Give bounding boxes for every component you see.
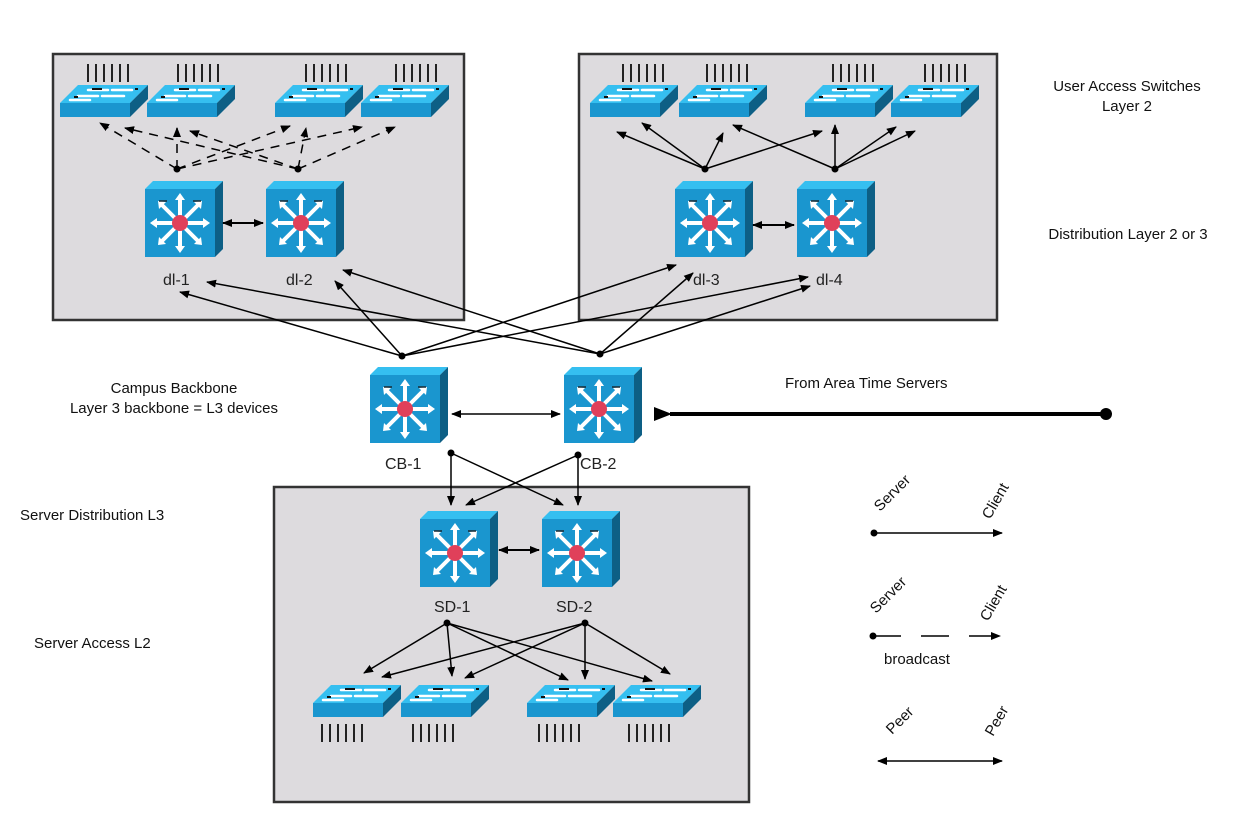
router-dl-2[interactable] — [264, 179, 346, 259]
legend-left-label: Server — [867, 574, 910, 617]
legend: Server Client Server Client broadcast Pe… — [867, 472, 1013, 765]
router-dl-4[interactable] — [795, 179, 877, 259]
device-label-dl-3: dl-3 — [693, 272, 720, 289]
layer-label-user-access: User Access Switches Layer 2 — [1012, 77, 1242, 117]
router-dl-1[interactable] — [143, 179, 225, 259]
layer-label-server-distribution: Server Distribution L3 — [20, 507, 165, 524]
layer-label-line: Layer 2 — [1101, 98, 1153, 115]
layer-label-campus-backbone: Campus Backbone Layer 3 backbone = L3 de… — [14, 379, 334, 419]
device-label-dl-2: dl-2 — [286, 272, 313, 289]
layer-label-line: Campus Backbone — [110, 380, 238, 397]
legend-right-label: Client — [977, 582, 1011, 624]
legend-server-client: Server Client — [870, 472, 1013, 537]
legend-peer: Peer Peer — [877, 703, 1013, 765]
layer-label-server-access: Server Access L2 — [34, 635, 151, 652]
router-cb-2[interactable] — [562, 365, 644, 445]
server-distribution-to-access-links — [363, 619, 671, 683]
router-sd-1[interactable] — [418, 509, 500, 589]
router-sd-2[interactable] — [540, 509, 622, 589]
legend-right-label: Peer — [982, 703, 1013, 739]
block-2-client-links — [616, 122, 916, 173]
legend-broadcast-caption: broadcast — [884, 651, 951, 668]
time-server-label: From Area Time Servers — [785, 375, 948, 392]
device-label-dl-1: dl-1 — [163, 272, 190, 289]
router-dl-3[interactable] — [673, 179, 755, 259]
backbone-to-distribution-links — [179, 264, 811, 360]
backbone-to-server-distribution-links — [447, 449, 582, 506]
distribution-peer-links — [222, 219, 795, 229]
block-1-broadcast-links — [99, 122, 396, 173]
legend-left-label: Peer — [883, 703, 917, 737]
device-label-sd-2: SD-2 — [556, 599, 593, 616]
legend-broadcast: Server Client broadcast — [867, 574, 1011, 668]
layer-label-line: User Access Switches — [1053, 78, 1201, 95]
server-block-box — [272, 485, 751, 804]
device-label-dl-4: dl-4 — [816, 272, 843, 289]
layer-label-distribution: Distribution Layer 2 or 3 — [1048, 226, 1208, 243]
legend-left-label: Server — [871, 472, 914, 515]
layer-label-line: Layer 3 backbone = L3 devices — [69, 400, 279, 417]
device-label-sd-1: SD-1 — [434, 599, 471, 616]
router-cb-1[interactable] — [368, 365, 450, 445]
device-label-cb-2: CB-2 — [580, 456, 617, 473]
legend-right-label: Client — [979, 480, 1013, 522]
device-label-cb-1: CB-1 — [385, 456, 422, 473]
